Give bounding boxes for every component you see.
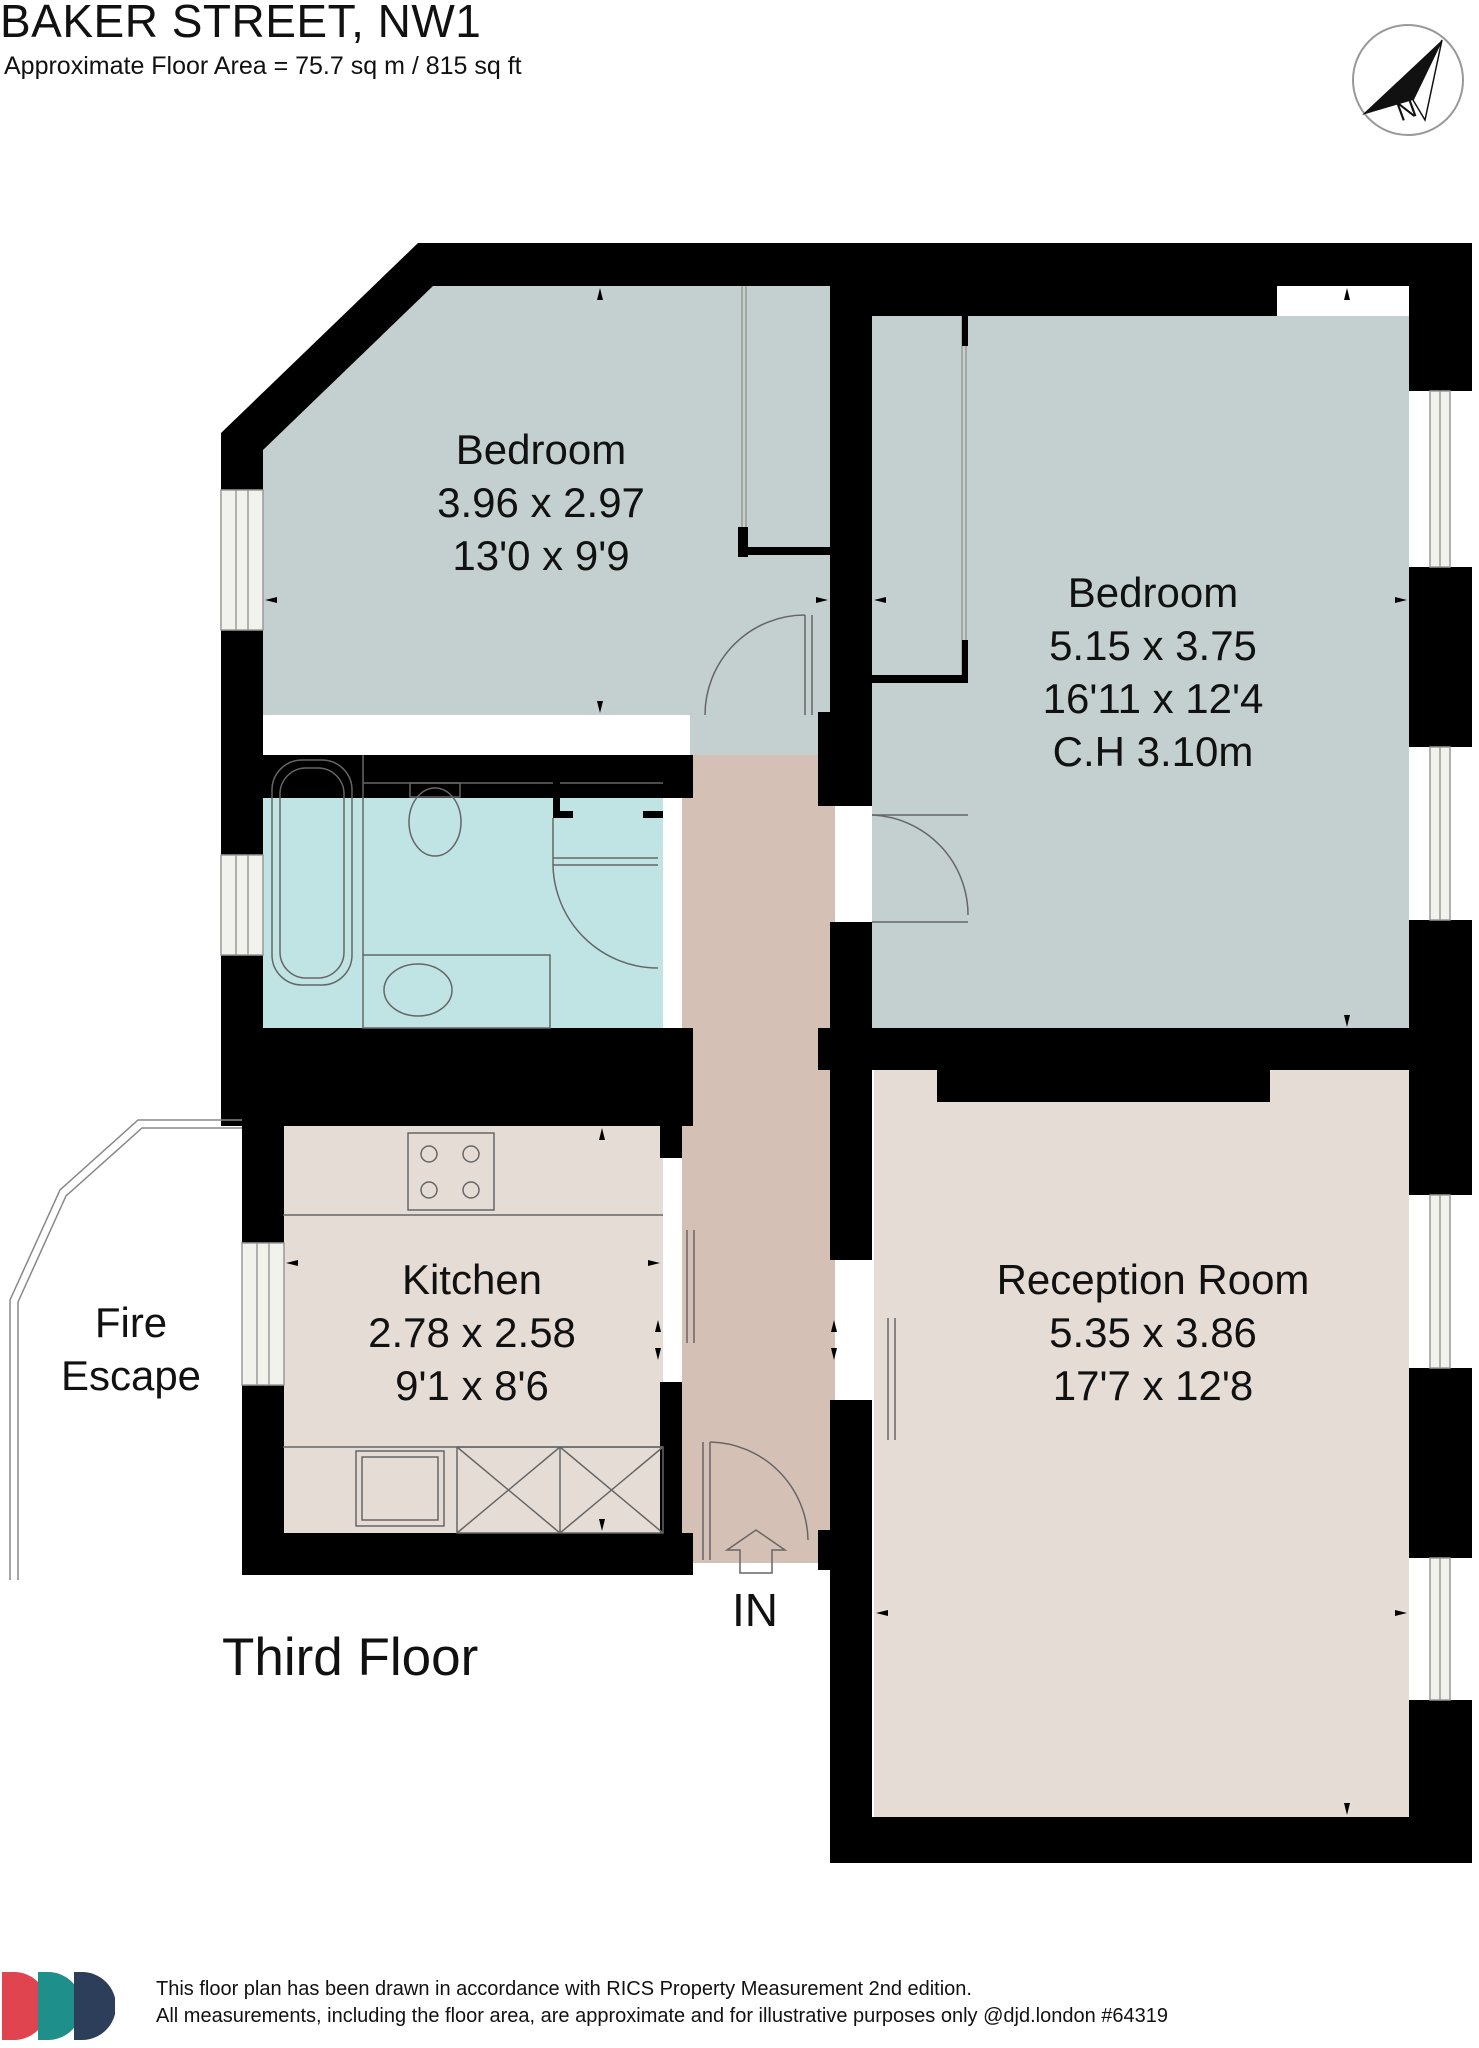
reception-name: Reception Room: [996, 1256, 1310, 1303]
kitchen-fill: [283, 1126, 663, 1533]
reception-imperial: 17'7 x 12'8: [1052, 1362, 1254, 1409]
bedroom-1-imperial: 13'0 x 9'9: [452, 532, 630, 579]
kitchen-metric: 2.78 x 2.58: [368, 1309, 576, 1356]
fire-escape-label: Fire Escape: [56, 1296, 206, 1402]
bedroom-2-label: Bedroom 5.15 x 3.75 16'11 x 12'4 C.H 3.1…: [1043, 566, 1264, 778]
kitchen-fixtures: [283, 1132, 664, 1534]
kitchen-imperial: 9'1 x 8'6: [395, 1362, 549, 1409]
bathroom-fixtures: [271, 755, 663, 1029]
footer-disclaimer: This floor plan has been drawn in accord…: [156, 1976, 1168, 2030]
north-compass-icon: N: [1352, 24, 1464, 136]
footer-line-2: All measurements, including the floor ar…: [156, 2005, 1168, 2027]
fire-escape-line1: Fire: [94, 1299, 168, 1346]
bedroom-2-metric: 5.15 x 3.75: [1049, 622, 1257, 669]
bedroom-1-name: Bedroom: [455, 426, 627, 473]
windows: [220, 390, 1451, 1701]
bedroom-1-metric: 3.96 x 2.97: [437, 479, 645, 526]
floor-area-subtitle: Approximate Floor Area = 75.7 sq m / 815…: [4, 52, 522, 80]
kitchen-label: Kitchen 2.78 x 2.58 9'1 x 8'6: [368, 1253, 576, 1412]
hallway-fill: [682, 755, 835, 1563]
fire-escape: [9, 1119, 242, 1580]
bathroom-cupboard: [553, 755, 663, 818]
entrance-arrow: [724, 1529, 788, 1574]
reception-metric: 5.35 x 3.86: [1049, 1309, 1257, 1356]
property-title: BAKER STREET, NW1: [0, 0, 482, 47]
fire-escape-line2: Escape: [60, 1352, 202, 1399]
bedroom-2-name: Bedroom: [1067, 569, 1239, 616]
floor-level-label: Third Floor: [222, 1628, 479, 1687]
reception-label: Reception Room 5.35 x 3.86 17'7 x 12'8: [997, 1253, 1310, 1412]
kitchen-name: Kitchen: [401, 1256, 543, 1303]
djd-logo: [2, 1972, 115, 2040]
bedroom-2-imperial: 16'11 x 12'4: [1042, 675, 1264, 722]
bedroom-1-label: Bedroom 3.96 x 2.97 13'0 x 9'9: [437, 423, 645, 582]
doors: [552, 614, 969, 1560]
entrance-label: IN: [732, 1584, 778, 1636]
measure-markers: [265, 288, 1407, 1815]
wardrobe-returns: [738, 316, 968, 683]
fitted-wardrobes: [741, 286, 967, 678]
footer-line-1: This floor plan has been drawn in accord…: [156, 1978, 972, 2000]
bedroom-2-ceiling-height: C.H 3.10m: [1052, 728, 1254, 775]
bathroom-fill: [263, 755, 663, 1028]
bedroom-1-fill: [263, 286, 835, 755]
reception-fill: [874, 1050, 1409, 1817]
walls: [221, 243, 1472, 1863]
